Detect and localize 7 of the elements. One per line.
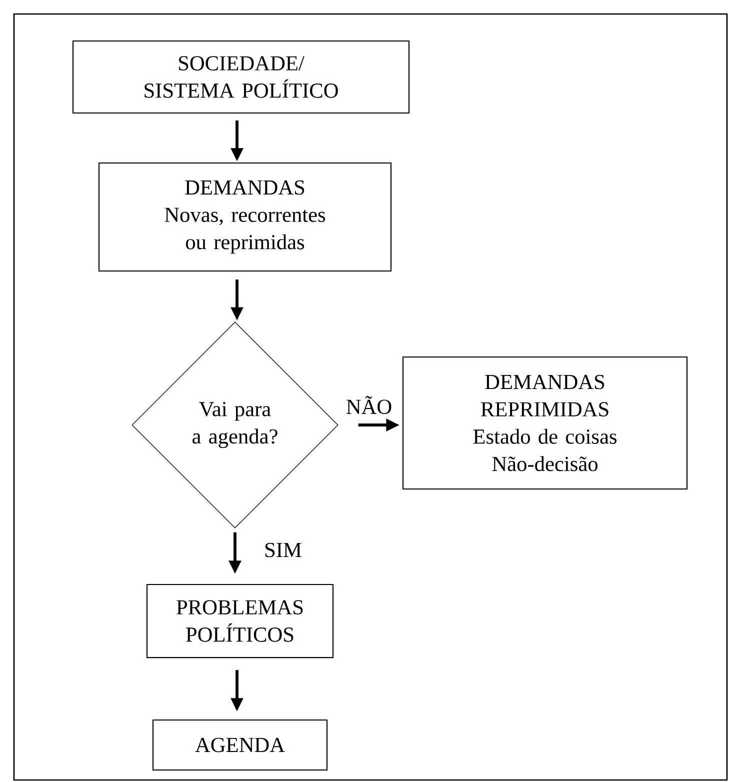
process-box: DEMANDAS REPRIMIDAS Estado de coisas Não-decisão: [402, 356, 688, 490]
process-box: AGENDA: [152, 719, 328, 771]
process-box: DEMANDAS Novas, recorrentes ou reprimidas: [98, 162, 392, 272]
process-box: PROBLEMAS POLÍTICOS: [146, 584, 334, 658]
edge-label: NÃO: [344, 394, 394, 416]
process-box: SOCIEDADE/ SISTEMA POLÍTICO: [72, 40, 410, 114]
edge-label: SIM: [262, 542, 304, 558]
